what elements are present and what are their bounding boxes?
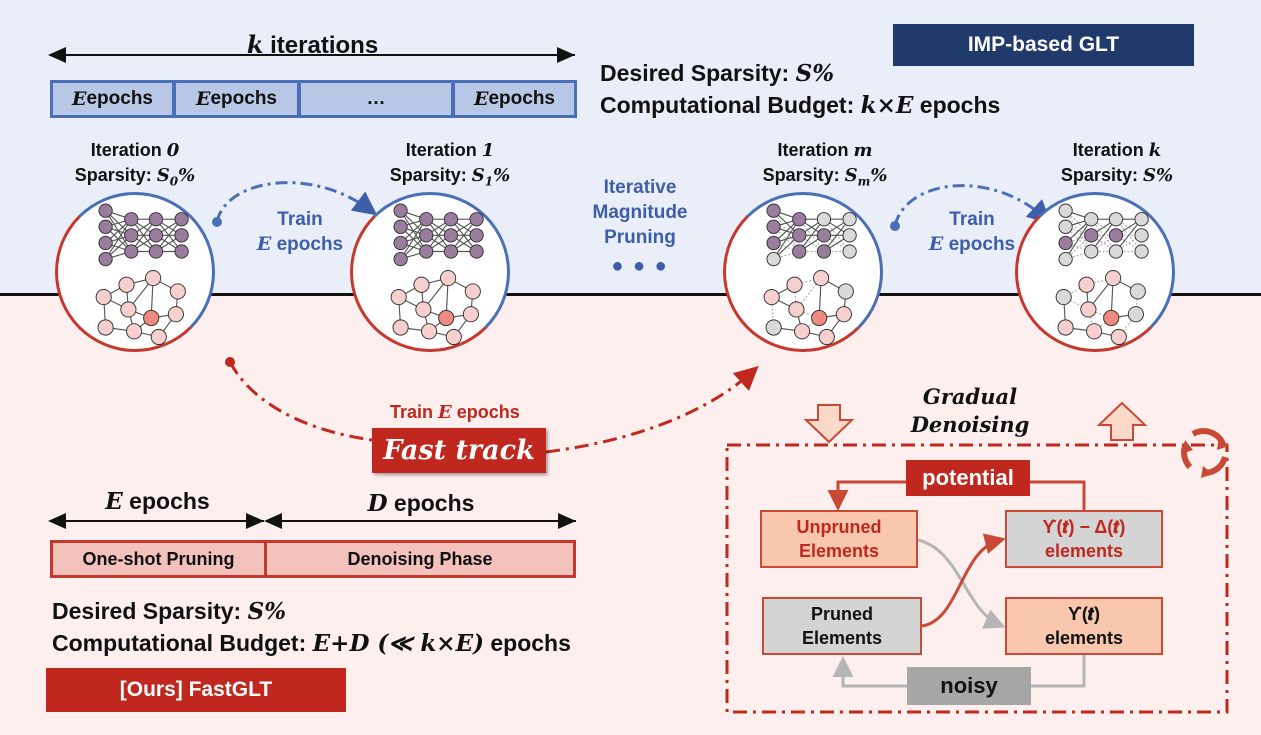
- pruned-to-upsilon-minus-arrow: [921, 533, 1006, 628]
- one-shot-pruning-cell: One-shot Pruning: [50, 540, 267, 578]
- imp-pruning-label: Iterative Magnitude Pruning: [592, 177, 688, 248]
- train-label-1: Train E epochs: [256, 209, 344, 255]
- cycle-icon: [1181, 428, 1229, 478]
- iteration-m-title: Iteration m Sparsity: Sm%: [762, 140, 888, 189]
- upsilon-minus-delta-box: ϒ(𝒕) − Δ(𝒕)elements: [1005, 510, 1163, 568]
- train-arrow-1-dot: [212, 217, 222, 227]
- up-block-arrow: [1096, 401, 1148, 441]
- fast-track-badge: Fast track: [372, 428, 546, 473]
- gradual-denoising-title: Gradual Denoising: [910, 384, 1030, 437]
- denoising-phase-cell: Denoising Phase: [264, 540, 576, 578]
- fast-track-arrow-right: [545, 365, 759, 454]
- iteration-0-network: [95, 203, 189, 346]
- denoising-frame: [725, 443, 1229, 714]
- iteration-0-title: Iteration 0 Sparsity: S0%: [74, 140, 196, 189]
- fast-train-label: Train E epochs: [390, 402, 520, 423]
- d-epochs-label: D epochs: [367, 490, 475, 517]
- fast-track-arrow-dot: [225, 357, 235, 367]
- iteration-k-title: Iteration k Sparsity: S%: [1060, 140, 1174, 186]
- ours-desired-sparsity: Desired Sparsity: S%: [52, 598, 287, 625]
- imp-computational-budget: Computational Budget: k×E epochs: [600, 92, 1001, 119]
- iteration-0-circle: [55, 192, 215, 352]
- imp-badge: IMP-based GLT: [893, 24, 1194, 66]
- iteration-1-circle: [350, 192, 510, 352]
- iteration-m-network: [763, 203, 857, 346]
- iteration-m-circle: [723, 192, 883, 352]
- imp-desired-sparsity: Desired Sparsity: S%: [600, 60, 835, 87]
- train-arrow-2: [893, 184, 1052, 227]
- e-epochs-label: E epochs: [105, 488, 210, 515]
- fast-track-arrow-left: [228, 361, 373, 442]
- down-block-arrow: [803, 404, 855, 444]
- ours-computational-budget: Computational Budget: E+D (≪ k×E) epochs: [52, 630, 571, 657]
- iteration-1-title: Iteration 1 Sparsity: S1%: [389, 140, 511, 189]
- k-iterations-label: k iterations: [50, 30, 575, 60]
- iteration-1-network: [390, 203, 484, 346]
- epoch-cell-ellipsis: …: [298, 80, 454, 118]
- k-var: k: [246, 30, 264, 59]
- ellipsis-dots: ● ● ●: [611, 255, 669, 277]
- fastglt-badge: [Ours] FastGLT: [46, 668, 346, 712]
- noisy-badge: noisy: [907, 667, 1031, 705]
- section-divider: [0, 293, 1261, 296]
- epoch-cell-1: E epochs: [50, 80, 175, 118]
- iteration-k-network: [1055, 203, 1149, 346]
- iteration-k-circle: [1015, 192, 1175, 352]
- potential-badge: potential: [906, 460, 1030, 496]
- k-iterations-text: iterations: [263, 32, 379, 59]
- train-label-2: Train E epochs: [928, 209, 1016, 255]
- unpruned-to-upsilon-arrow: [917, 538, 1006, 629]
- epoch-cell-2: E epochs: [173, 80, 300, 118]
- upsilon-elements-box: ϒ(𝒕)elements: [1005, 597, 1163, 655]
- train-arrow-2-dot: [890, 221, 900, 231]
- epoch-cell-last: E epochs: [452, 80, 577, 118]
